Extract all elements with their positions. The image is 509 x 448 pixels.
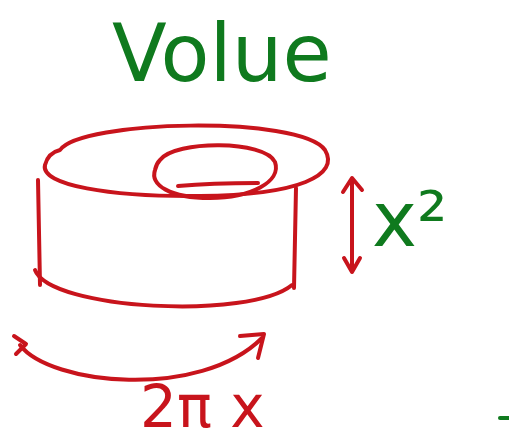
height-arrowhead-bottom (344, 258, 360, 272)
circumference-arrowhead (240, 334, 264, 358)
height-arrow (350, 180, 354, 270)
stray-mark (500, 416, 509, 420)
left-side (38, 180, 40, 285)
inner-rim (154, 145, 276, 198)
height-label: x² (372, 182, 447, 258)
bottom-rim (35, 270, 292, 306)
circumference-label: 2π x (140, 378, 265, 436)
inner-stroke (178, 183, 258, 186)
circumference-tail (14, 336, 26, 354)
title-note: Volue (112, 14, 332, 94)
right-side (294, 188, 296, 288)
height-arrowhead-top (343, 178, 362, 192)
outer-rim (45, 126, 328, 196)
circumference-arrow (20, 338, 262, 380)
